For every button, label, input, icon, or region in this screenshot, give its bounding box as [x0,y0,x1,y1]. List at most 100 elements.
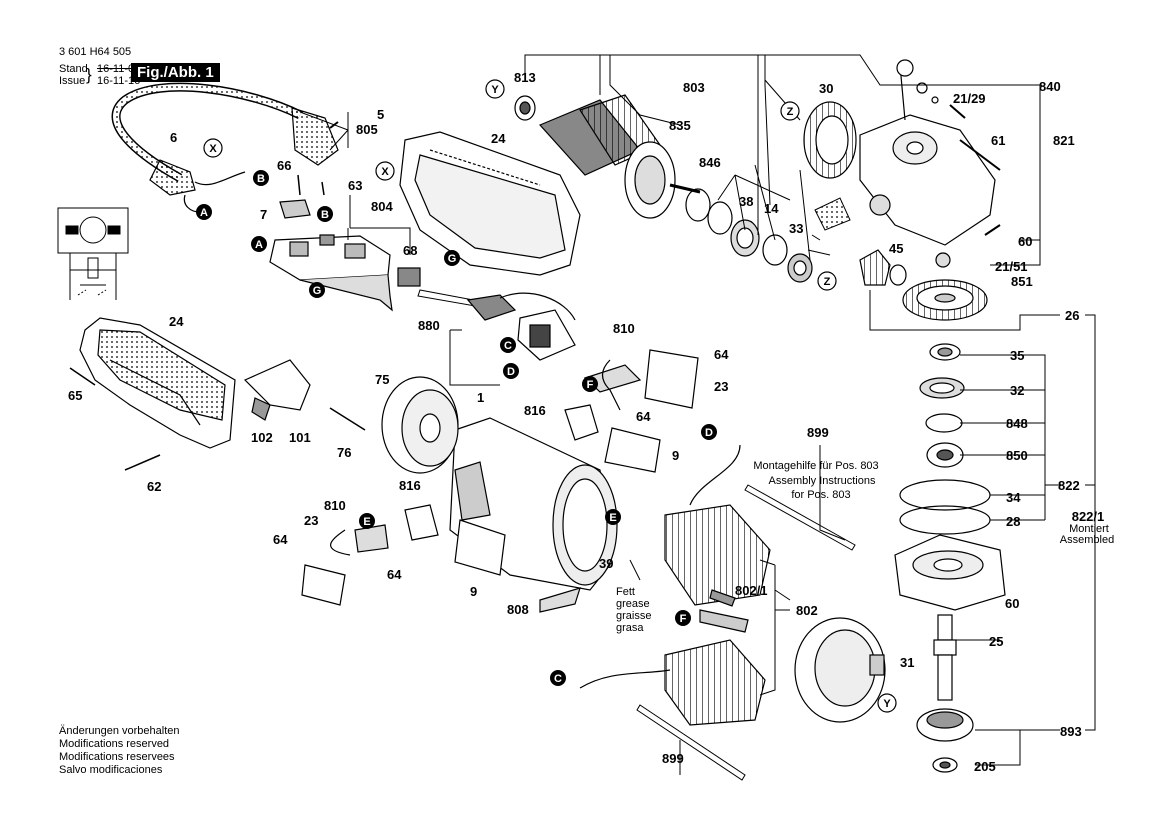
part-7-label: 7 [260,207,267,222]
marker-d1-text: D [507,366,515,378]
part-68-label: 68 [403,243,417,258]
part-804-label: 804 [371,199,393,214]
bevel-gear-large [902,279,988,321]
mains-plug [291,107,339,166]
mounting-aid-line1: Montagehilfe für Pos. 803 [753,460,878,472]
power-cord [111,82,303,182]
part-810-label-left: 810 [324,498,346,513]
part-60-label-upper: 60 [1018,234,1032,249]
connection-markers: A A B B C C D D E E F F G G X X Y Y Z [196,79,897,713]
spring-component [807,197,851,256]
leader-lines [299,54,1096,775]
assembled-line2: Assembled [1060,534,1114,546]
marker-x1 [203,138,223,158]
marker-d2 [701,424,717,440]
part-75-label: 75 [375,372,389,387]
handle-half [79,317,236,449]
marker-z2 [817,271,837,291]
marker-b1 [253,170,269,186]
part-labels: 5 805 6 66 63 7 804 68 880 24 24 65 102 … [68,70,1082,774]
screws-left [69,174,366,471]
marker-f1-text: F [587,379,594,391]
marker-y2 [877,693,897,713]
notice-en: Modifications reserved [59,738,170,750]
marker-b2 [317,206,333,222]
marker-b1-text: B [257,173,265,185]
assembled-note: 822/1 Montiert Assembled [1060,509,1114,546]
part-35-label: 35 [1010,348,1024,363]
part-101-label: 101 [289,430,311,445]
part-61-label: 61 [991,133,1005,148]
marker-y2-text: Y [883,698,891,710]
spindle-bearing-stack [899,343,991,535]
part-835-label: 835 [669,118,691,133]
part-24-label-top: 24 [491,131,506,146]
part-65-label: 65 [68,388,82,403]
coil-wiring [330,359,741,689]
gear-head-housing [859,61,996,246]
marker-a2-text: A [255,239,263,251]
part-5-label: 5 [377,107,384,122]
part-802-1-label: 802/1 [735,583,768,598]
part-26-label: 26 [1065,308,1079,323]
marker-d2-text: D [705,427,713,439]
notice-de: Änderungen vorbehalten [59,725,180,737]
part-899-label-upper: 899 [807,425,829,440]
marker-e2-text: E [609,512,616,524]
cord-protector [149,159,246,213]
marker-y1 [485,79,505,99]
lock-lever [243,359,311,421]
part-899-label-lower: 899 [662,751,684,766]
part-822-label: 822 [1058,478,1080,493]
grease-line3: graisse [616,610,651,622]
notice-fr: Modifications reservees [59,751,175,763]
part-893-label: 893 [1060,724,1082,739]
bearing-stack [685,188,813,283]
cable-tie-upper [744,484,856,551]
document-number: 3 601 H64 505 [59,46,132,58]
air-guide-ring [381,376,459,474]
cover-plates [301,349,699,613]
marker-c1 [500,337,516,353]
part-9-label-lower: 9 [470,584,477,599]
part-821-label: 821 [1053,133,1075,148]
part-850-label: 850 [1006,448,1028,463]
part-102-label: 102 [251,430,273,445]
electronic-module [466,292,576,361]
marker-f1 [582,376,598,392]
modifications-notice: Änderungen vorbehalten Modifications res… [59,725,179,777]
pinion-gear [859,249,951,286]
part-1-label: 1 [477,390,484,405]
grease-line4: grasa [616,622,644,634]
mounting-aid-line2: Assembly Instructions [769,475,876,487]
part-64-label-mid: 64 [387,567,402,582]
mounting-aid-line3: for Pos. 803 [791,489,850,501]
part-24-label-left: 24 [169,314,184,329]
grease-line2: grease [616,598,650,610]
assembled-line1: Montiert [1069,523,1109,535]
part-805-label: 805 [356,122,378,137]
issue-label: Issue [59,75,86,87]
grease-line1: Fett [616,586,635,598]
part-21-51-label: 21/51 [995,259,1028,274]
date-brace: } [86,65,92,84]
part-63-label: 63 [348,178,362,193]
part-816-label-right: 816 [524,403,546,418]
part-813-label: 813 [514,70,536,85]
bearing-flange-822 [894,534,1006,611]
marker-e1-text: E [363,516,370,528]
marker-z1 [780,101,800,121]
marker-f2 [675,610,691,626]
marker-y1-text: Y [491,84,499,96]
marker-c2 [550,670,566,686]
bearing-813 [514,95,536,121]
marker-b2-text: B [321,209,329,221]
part-802-label: 802 [796,603,818,618]
part-9-label-upper: 9 [672,448,679,463]
part-39-label: 39 [599,556,613,571]
brush-holder-lower [354,504,439,553]
marker-g2-text: G [313,285,322,297]
cable-tie-lower [636,704,746,781]
part-45-label: 45 [889,241,903,256]
